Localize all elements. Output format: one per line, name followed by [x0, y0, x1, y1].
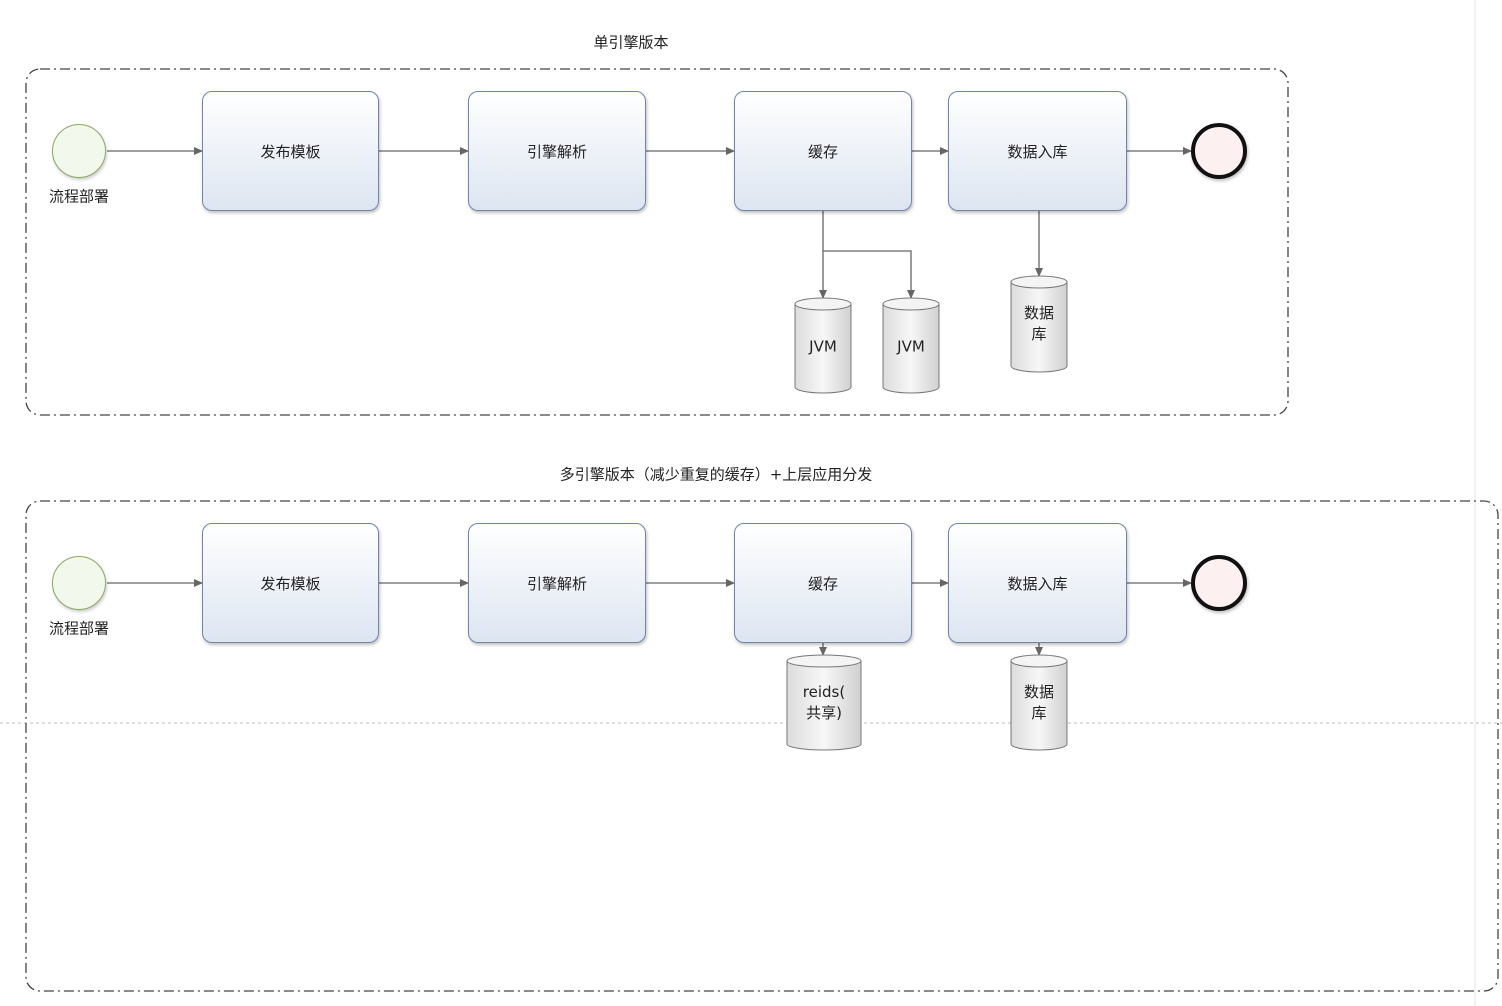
cylinder-jvm-2-label: JVM: [897, 337, 925, 356]
group-frame-multi-engine: [25, 500, 1499, 992]
start-event-a: [52, 124, 106, 178]
task-data-storage-b: 数据入库: [948, 523, 1127, 643]
cylinder-redis-shared-label: reids(共享): [802, 683, 846, 722]
cylinder-database-b: [1010, 654, 1068, 751]
connectors-a: [107, 147, 1192, 299]
end-event-b: [1191, 555, 1247, 611]
cylinder-database-a-label: 数据库: [1023, 304, 1055, 343]
task-label: 发布模板: [260, 142, 321, 161]
task-engine-parse-b: 引擎解析: [468, 523, 646, 643]
task-label: 引擎解析: [526, 574, 587, 593]
cylinder-database-a: [1010, 275, 1068, 373]
end-event-a: [1191, 123, 1247, 179]
task-label: 发布模板: [260, 574, 321, 593]
group-frame-single-engine: [25, 68, 1289, 416]
task-label: 数据入库: [1007, 574, 1068, 593]
task-engine-parse-a: 引擎解析: [468, 91, 646, 211]
start-event-label-b: 流程部署: [48, 619, 110, 638]
cylinder-jvm-1-label: JVM: [809, 337, 837, 356]
cylinder-jvm-2: [882, 297, 940, 394]
cylinder-database-b-label: 数据库: [1023, 683, 1055, 722]
connectors-b: [107, 579, 1192, 656]
task-data-storage-a: 数据入库: [948, 91, 1127, 211]
diagram-title-multi-engine: 多引擎版本（减少重复的缓存）+上层应用分发: [559, 465, 873, 484]
task-publish-template-a: 发布模板: [202, 91, 379, 211]
start-event-b: [52, 556, 106, 610]
task-label: 数据入库: [1007, 142, 1068, 161]
cylinder-redis-shared: [786, 654, 862, 751]
task-cache-a: 缓存: [734, 91, 912, 211]
task-label: 缓存: [807, 574, 838, 593]
task-publish-template-b: 发布模板: [202, 523, 379, 643]
cylinder-jvm-1: [794, 297, 852, 394]
task-label: 缓存: [807, 142, 838, 161]
task-cache-b: 缓存: [734, 523, 912, 643]
start-event-label-a: 流程部署: [48, 187, 110, 206]
diagram-title-single-engine: 单引擎版本: [593, 33, 669, 52]
task-label: 引擎解析: [526, 142, 587, 161]
